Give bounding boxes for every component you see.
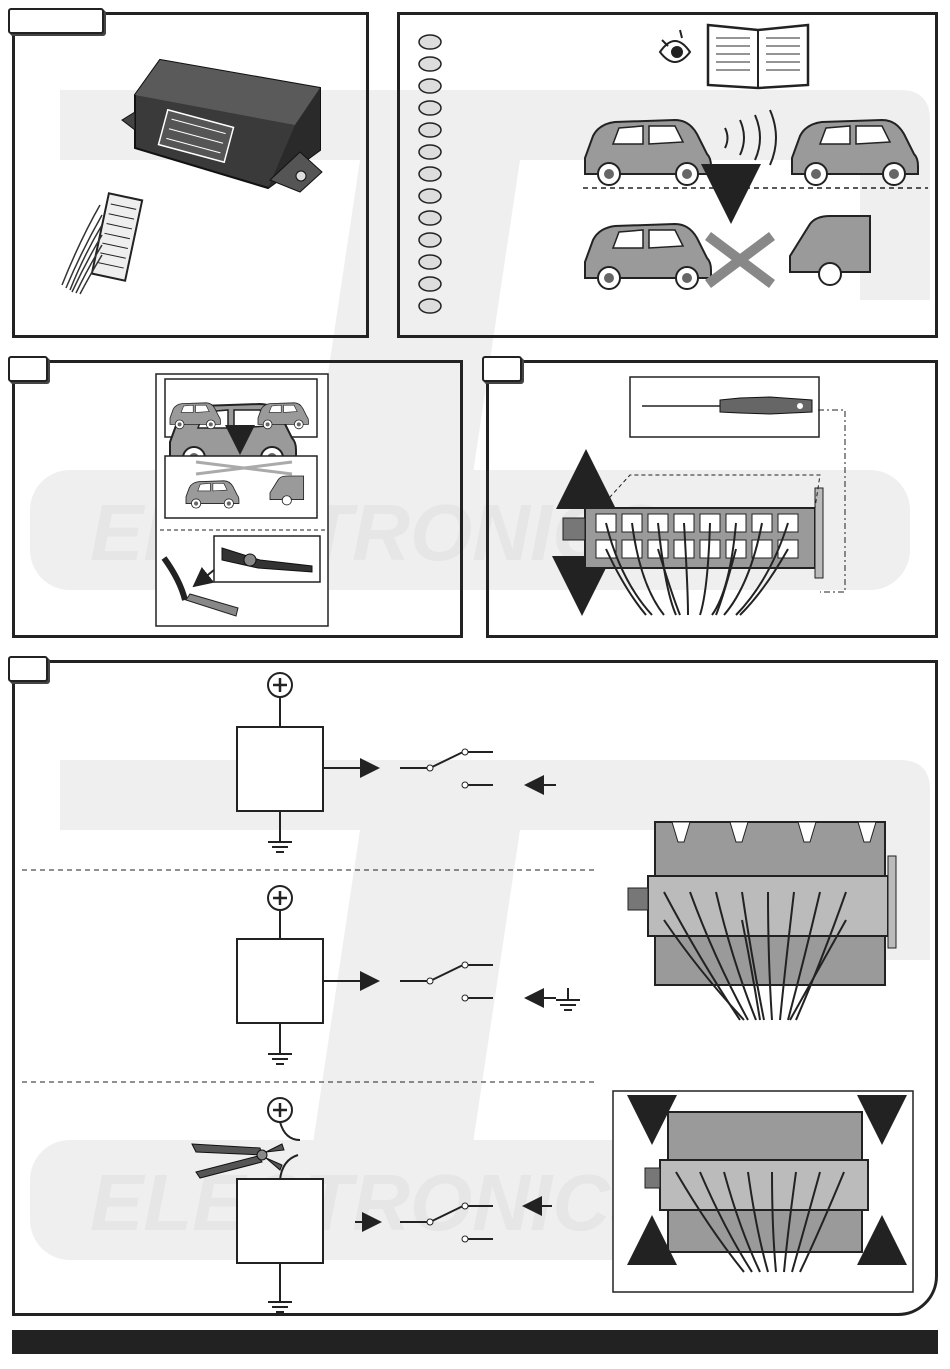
wire-harness-plug-icon <box>62 193 142 294</box>
ground-icon <box>556 988 580 1010</box>
car-icon <box>792 120 918 185</box>
eye-icon <box>660 30 690 62</box>
car-icon <box>585 120 711 185</box>
trailer-icon <box>790 216 870 285</box>
manual-book-icon <box>708 25 808 88</box>
signal-waves-icon <box>725 110 776 165</box>
schematic-row-1 <box>237 673 556 852</box>
control-module-icon <box>122 60 322 192</box>
checklist-bullets <box>419 35 441 313</box>
ground-icon <box>268 1042 292 1064</box>
ground-icon <box>268 830 292 852</box>
schematic-row-3 <box>192 1098 552 1312</box>
plus-terminal-icon <box>268 1098 292 1122</box>
connector-housing-large-icon <box>628 822 896 1020</box>
connector-housing-compressed-icon <box>645 1112 882 1272</box>
schematic-row-2 <box>237 886 580 1064</box>
connector-housing-icon <box>563 475 823 615</box>
plus-terminal-icon <box>268 886 292 910</box>
plus-terminal-icon <box>268 673 292 697</box>
ground-icon <box>268 1290 292 1312</box>
pliers-icon <box>192 1144 284 1178</box>
module-box <box>237 727 323 811</box>
car-icon <box>585 224 711 289</box>
cross-out-icon <box>708 236 772 284</box>
